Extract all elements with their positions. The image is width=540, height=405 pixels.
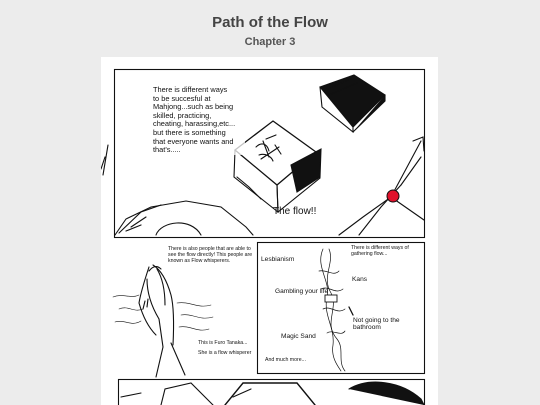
pointer-sketch xyxy=(338,136,425,236)
red-gem-dot xyxy=(386,189,400,203)
page-title: Path of the Flow xyxy=(212,14,328,31)
girl-character-sketch xyxy=(138,264,186,378)
flow-column-sketch xyxy=(318,248,354,372)
dark-tile-sketch xyxy=(319,74,386,134)
character-role-text: She is a flow whisperer xyxy=(198,350,252,356)
panel-3-border xyxy=(256,241,426,375)
table-sketch xyxy=(114,200,254,236)
chapter-subtitle: Chapter 3 xyxy=(244,36,296,48)
method-more: And much more... xyxy=(265,357,306,363)
bottom-panel-sketch xyxy=(120,381,425,405)
character-intro-text: This is Furo Tanaka... xyxy=(198,340,248,346)
method-magic-sand: Magic Sand xyxy=(281,333,316,340)
flow-lines-sketch xyxy=(112,294,214,331)
method-gambling: Gambling your life xyxy=(275,288,329,295)
panel-4-border xyxy=(117,378,426,405)
flow-exclamation: The flow!! xyxy=(273,206,317,217)
panel-1-border xyxy=(113,68,426,239)
method-kans: Kans xyxy=(352,276,368,283)
gathering-caption: There is different ways of gathering flo… xyxy=(351,245,409,257)
whisperer-caption: There is also people that are able to se… xyxy=(168,246,253,264)
margin-scribble xyxy=(101,144,109,176)
mahjong-tile-sketch xyxy=(233,120,322,214)
method-bathroom: Not going to the bathroom xyxy=(353,317,400,332)
comic-page: There is different ways to be succesful … xyxy=(101,57,438,405)
intro-text-box: There is different ways to be succesful … xyxy=(153,85,245,155)
method-lesbianism: Lesbianism xyxy=(261,256,295,263)
comic-artwork xyxy=(101,68,426,405)
